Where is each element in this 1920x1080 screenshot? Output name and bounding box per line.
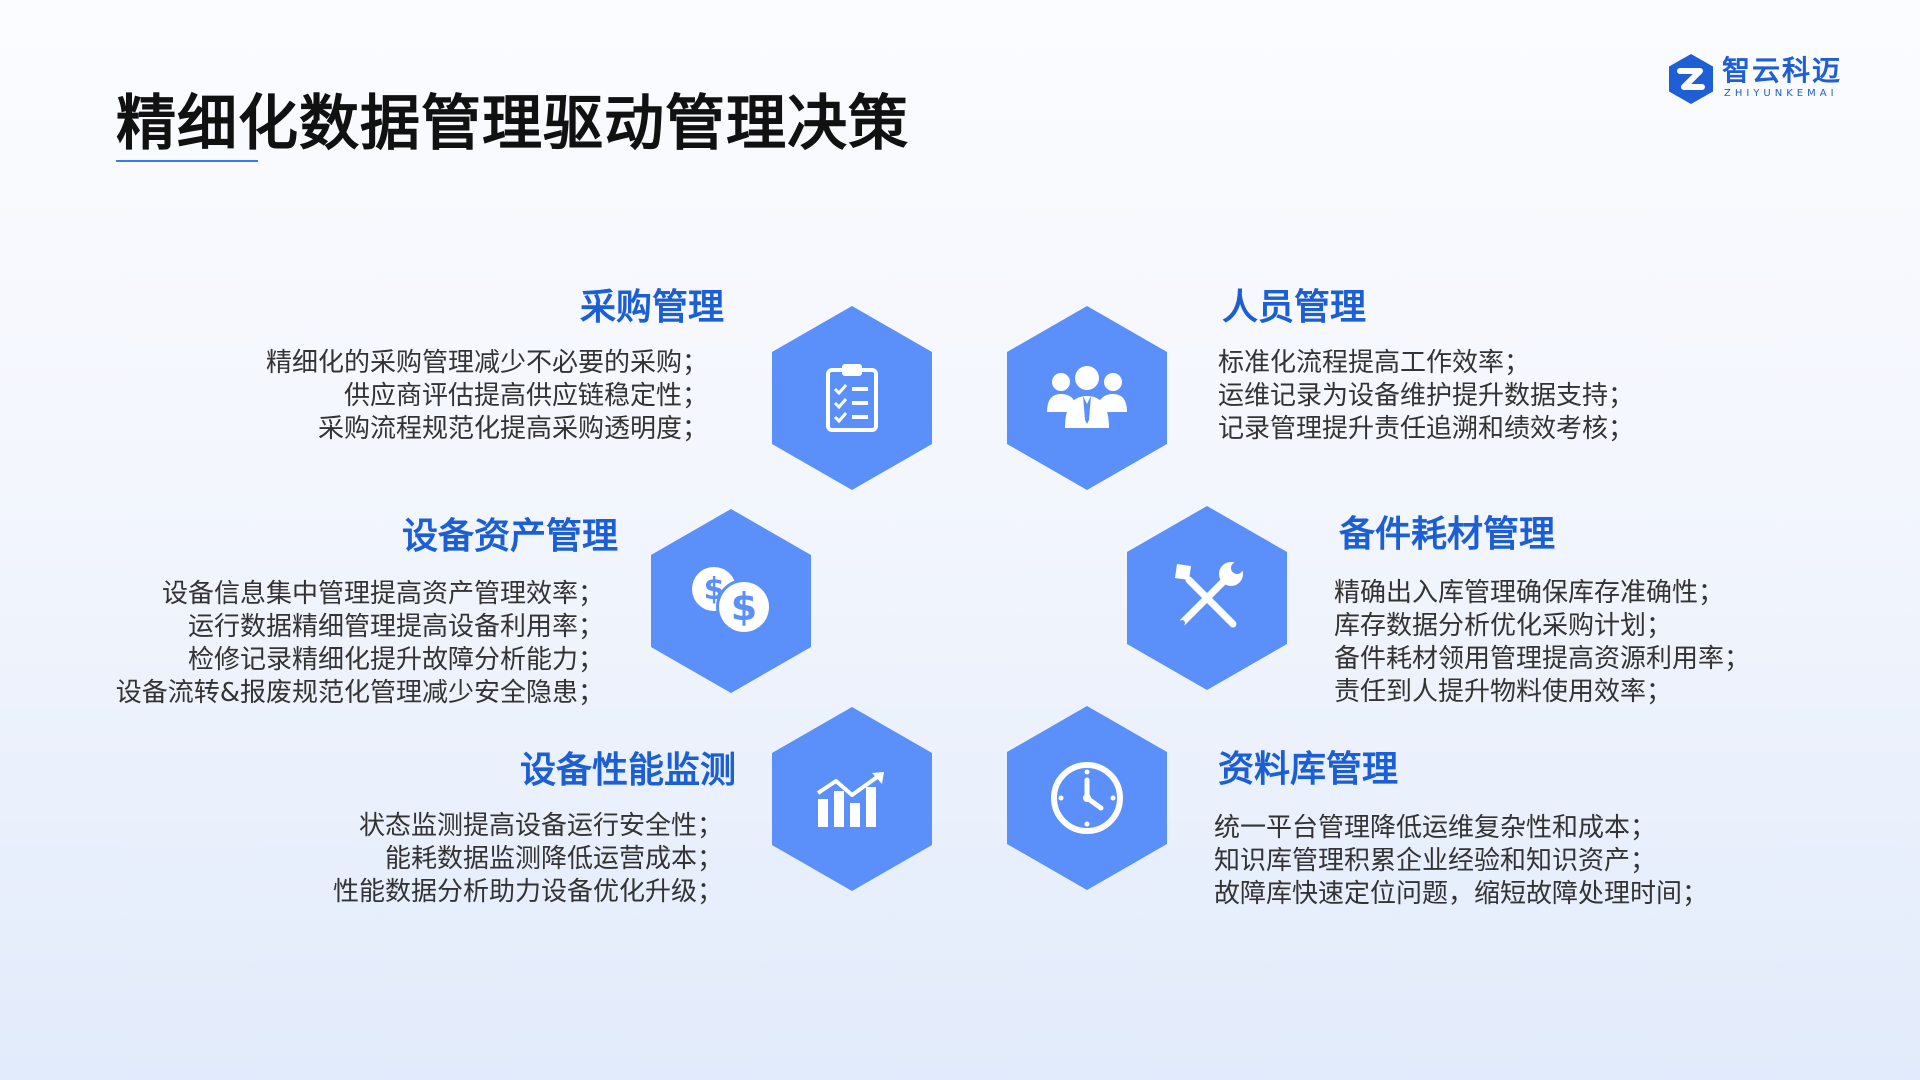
logo-name-cn: 智云科迈 (1722, 54, 1843, 87)
procurement-description: 精细化的采购管理减少不必要的采购； 供应商评估提高供应链稳定性； 采购流程规范化… (266, 347, 708, 446)
bar-chart-trend-icon (816, 772, 884, 827)
spares-hexagon (1127, 506, 1287, 690)
library-line: 故障库快速定位问题，缩短故障处理时间； (1214, 879, 1709, 909)
title-underline (116, 160, 258, 162)
performance-line: 性能数据分析助力设备优化升级； (332, 877, 723, 907)
personnel-line: 标准化流程提高工作效率； (1218, 348, 1531, 378)
personnel-title: 人员管理 (1222, 287, 1367, 328)
library-line: 统一平台管理降低运维复杂性和成本； (1214, 813, 1657, 843)
personnel-hexagon (1007, 306, 1167, 490)
spares-line: 库存数据分析优化采购计划； (1334, 611, 1673, 641)
logo-name-en: ZHIYUNKEMAI (1724, 88, 1838, 99)
assets-line: 检修记录精细化提升故障分析能力； (187, 645, 604, 675)
dollar-coins-icon: $ $ (692, 567, 772, 635)
svg-text:$: $ (731, 585, 757, 629)
performance-title: 设备性能监测 (520, 750, 737, 791)
library-line: 知识库管理积累企业经验和知识资产； (1214, 846, 1657, 876)
performance-hexagon (772, 707, 932, 891)
company-logo: 智云科迈 ZHIYUNKEMAI (1666, 52, 1858, 108)
personnel-line: 记录管理提升责任追溯和绩效考核； (1218, 414, 1635, 444)
library-hexagon (1007, 706, 1167, 890)
library-description: 统一平台管理降低运维复杂性和成本； 知识库管理积累企业经验和知识资产； 故障库快… (1214, 812, 1708, 911)
procurement-line: 精细化的采购管理减少不必要的采购； (265, 348, 708, 378)
assets-title: 设备资产管理 (402, 516, 619, 557)
spares-title: 备件耗材管理 (1339, 514, 1556, 555)
library-title: 资料库管理 (1218, 749, 1399, 790)
procurement-title: 采购管理 (580, 287, 725, 328)
personnel-description: 标准化流程提高工作效率； 运维记录为设备维护提升数据支持； 记录管理提升责任追溯… (1218, 347, 1634, 446)
logo-mark-icon (1669, 54, 1713, 104)
performance-line: 状态监测提高设备运行安全性； (358, 811, 723, 841)
procurement-line: 供应商评估提高供应链稳定性； (343, 381, 708, 411)
people-group-icon (1047, 366, 1127, 428)
performance-description: 状态监测提高设备运行安全性； 能耗数据监测降低运营成本； 性能数据分析助力设备优… (333, 810, 723, 909)
performance-line: 能耗数据监测降低运营成本； (384, 844, 723, 874)
assets-line: 设备信息集中管理提高资产管理效率； (161, 579, 604, 609)
spares-description: 精确出入库管理确保库存准确性； 库存数据分析优化采购计划； 备件耗材领用管理提高… (1334, 577, 1750, 709)
assets-line: 运行数据精细管理提高设备利用率； (187, 612, 604, 642)
clock-icon (1051, 762, 1123, 834)
assets-line: 设备流转&报废规范化管理减少安全隐患； (115, 678, 604, 708)
assets-description: 设备信息集中管理提高资产管理效率； 运行数据精细管理提高设备利用率； 检修记录精… (116, 578, 604, 710)
procurement-hexagon (772, 306, 932, 490)
spares-line: 精确出入库管理确保库存准确性； (1334, 578, 1725, 608)
wrench-screwdriver-icon (1175, 562, 1243, 628)
assets-hexagon: $ $ (651, 509, 811, 693)
personnel-line: 运维记录为设备维护提升数据支持； (1218, 381, 1635, 411)
procurement-line: 采购流程规范化提高采购透明度； (317, 414, 708, 444)
page-title: 精细化数据管理驱动管理决策 (116, 89, 909, 159)
spares-line: 备件耗材领用管理提高资源利用率； (1334, 644, 1751, 674)
spares-line: 责任到人提升物料使用效率； (1334, 677, 1673, 707)
clipboard-checklist-icon (826, 364, 878, 432)
